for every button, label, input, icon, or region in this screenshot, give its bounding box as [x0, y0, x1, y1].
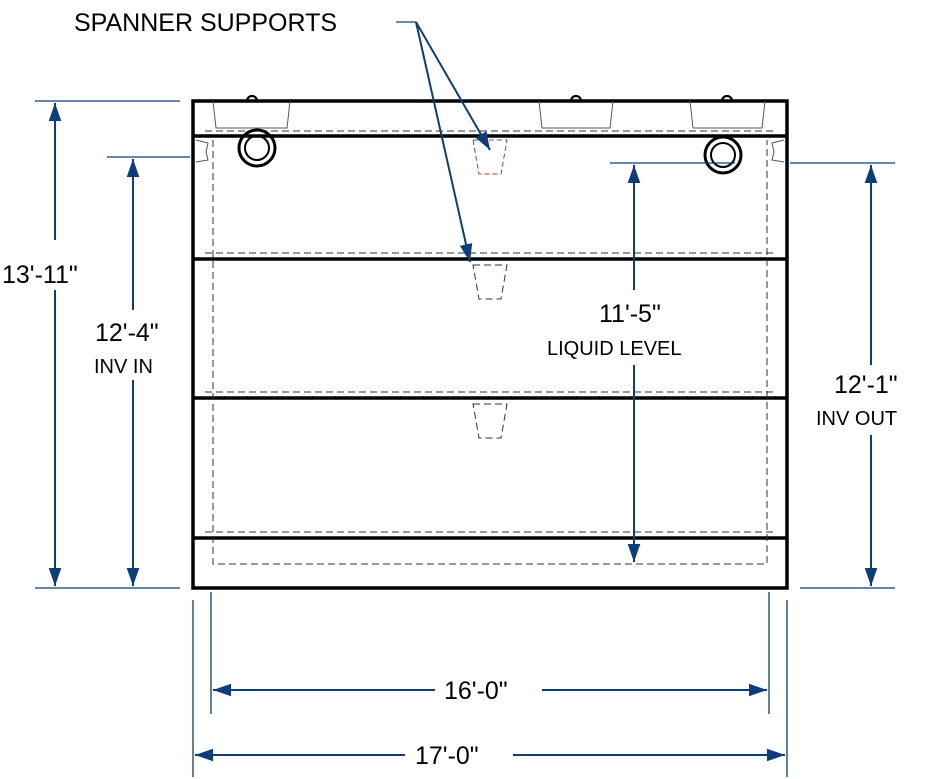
outlet-pipe: [703, 135, 743, 175]
liquid-level-value: 11'-5": [599, 300, 661, 328]
lid-opening-center: [538, 94, 614, 129]
lid-opening-right: [689, 94, 766, 129]
inlet-pipe: [237, 128, 277, 168]
tank-outline: [191, 99, 789, 590]
lid-opening-left: [212, 94, 291, 129]
liquid-level-label: LIQUID LEVEL: [547, 338, 682, 360]
inner-width-dimension: 16'-0": [210, 592, 770, 714]
inner-width-value: 16'-0": [444, 677, 508, 705]
spanner-supports-label: SPANNER SUPPORTS: [74, 9, 337, 37]
inner-wall-hidden: [212, 140, 768, 565]
spanner-support-bottom: [472, 403, 508, 439]
outer-width-value: 17'-0": [415, 742, 479, 770]
overall-height-value: 13'-11": [2, 261, 78, 289]
inv-out-label: INV OUT: [816, 408, 897, 430]
notch-left: [195, 139, 209, 163]
inv-in-dimension: 12'-4" INV IN: [94, 156, 190, 586]
inv-out-dimension: 12'-1" INV OUT: [790, 162, 898, 589]
inv-in-value: 12'-4": [95, 319, 159, 347]
spanner-support-middle: [472, 264, 508, 300]
spanner-supports-callout: SPANNER SUPPORTS: [74, 9, 491, 263]
spanner-support-top: [472, 139, 508, 175]
outer-width-dimension: 17'-0": [192, 600, 788, 777]
inv-out-value: 12'-1": [834, 371, 898, 399]
notch-right: [771, 139, 785, 163]
inv-in-label: INV IN: [94, 356, 153, 378]
liquid-level-dimension: 11'-5" LIQUID LEVEL: [547, 162, 735, 562]
overall-height-dimension: 13'-11": [2, 100, 180, 589]
tank-body: [191, 94, 789, 590]
